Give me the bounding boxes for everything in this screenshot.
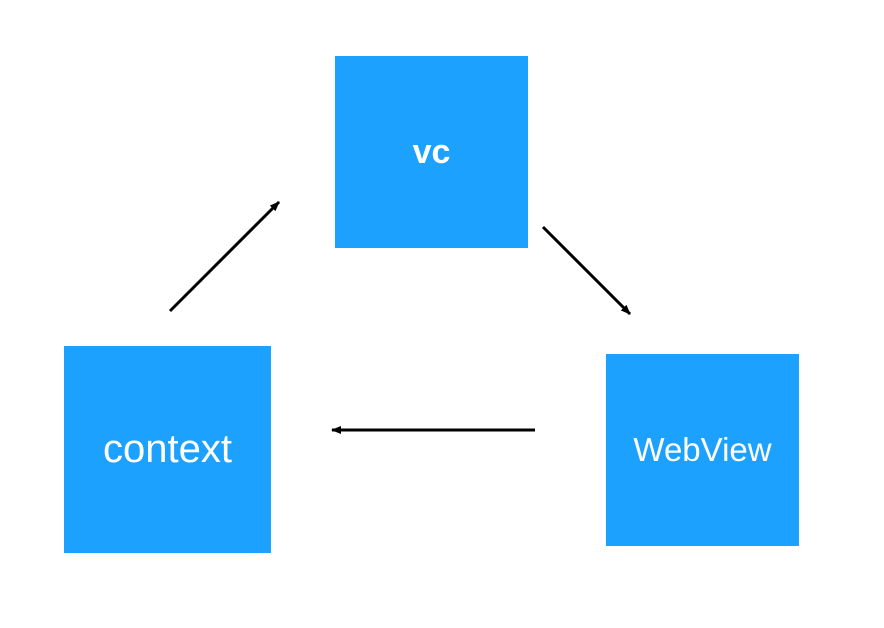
node-vc-label: vc	[412, 132, 451, 171]
arrow-context-to-vc	[168, 200, 281, 313]
arrow-vc-to-webview	[541, 225, 632, 316]
node-context-label: context	[103, 427, 232, 471]
node-context: context	[64, 346, 271, 553]
node-webview: WebView	[606, 354, 799, 546]
node-webview-label: WebView	[633, 431, 772, 468]
node-vc: vc	[335, 56, 528, 248]
